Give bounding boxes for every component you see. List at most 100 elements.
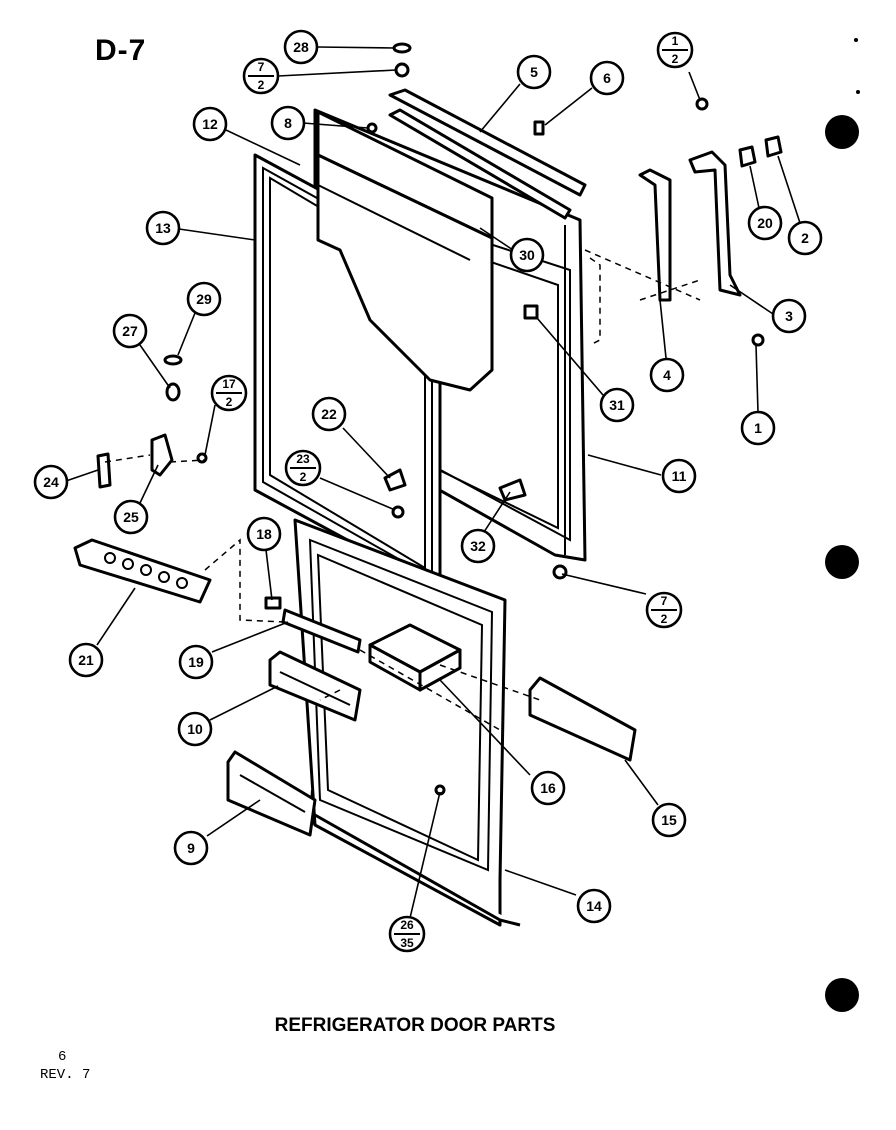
callout-32: 32	[460, 528, 496, 564]
revision-label: REV. 7	[40, 1067, 91, 1083]
svg-text:30: 30	[519, 247, 535, 263]
svg-text:5: 5	[530, 64, 538, 80]
door-bin-lower	[226, 750, 317, 837]
svg-text:13: 13	[155, 220, 171, 236]
svg-text:1: 1	[754, 420, 762, 436]
egg-tray	[73, 538, 212, 604]
svg-text:23: 23	[296, 452, 310, 466]
callout-1: 1	[740, 410, 776, 446]
svg-text:16: 16	[540, 780, 556, 796]
svg-text:10: 10	[187, 721, 203, 737]
callout-9: 9	[173, 830, 209, 866]
svg-text:26: 26	[400, 918, 414, 932]
door-top-trim	[388, 88, 587, 220]
callout-1-2: 1 2	[656, 31, 694, 69]
svg-text:18: 18	[256, 526, 272, 542]
callout-15: 15	[651, 802, 687, 838]
hidden-lines	[104, 249, 701, 731]
callout-3: 3	[771, 298, 807, 334]
binder-hole-top	[825, 115, 859, 149]
svg-text:4: 4	[663, 367, 671, 383]
callout-6: 6	[589, 60, 625, 96]
svg-text:2: 2	[300, 470, 307, 484]
callout-7-2-top: 7 2	[242, 57, 280, 95]
svg-text:25: 25	[123, 509, 139, 525]
binder-holes	[825, 38, 860, 1012]
svg-text:27: 27	[122, 323, 138, 339]
callout-2: 2	[787, 220, 823, 256]
door-bin-upper	[268, 650, 362, 722]
callout-26-35: 26 35	[388, 915, 426, 953]
svg-text:2: 2	[661, 612, 668, 626]
hinge	[688, 150, 742, 297]
callout-4: 4	[649, 357, 685, 393]
page-code: D-7	[95, 34, 147, 67]
svg-text:9: 9	[187, 840, 195, 856]
door-rail	[528, 676, 637, 762]
svg-text:22: 22	[321, 406, 337, 422]
leader-lines	[65, 46, 801, 919]
callout-24: 24	[33, 464, 69, 500]
callout-18: 18	[246, 516, 282, 552]
svg-text:6: 6	[603, 70, 611, 86]
dairy-shelf	[368, 623, 462, 692]
svg-text:7: 7	[661, 594, 668, 608]
svg-text:29: 29	[196, 291, 212, 307]
binder-hole-middle	[825, 545, 859, 579]
callout-5: 5	[516, 54, 552, 90]
callout-29: 29	[186, 281, 222, 317]
callout-21: 21	[68, 642, 104, 678]
speck-2	[856, 90, 860, 94]
svg-text:35: 35	[400, 936, 414, 950]
svg-text:20: 20	[757, 215, 773, 231]
svg-text:28: 28	[293, 39, 309, 55]
svg-text:12: 12	[202, 116, 218, 132]
svg-text:3: 3	[785, 308, 793, 324]
callout-28: 28	[283, 29, 319, 65]
callout-14: 14	[576, 888, 612, 924]
lower-door-liner	[293, 518, 507, 927]
svg-text:17: 17	[222, 377, 236, 391]
diagram-caption: REFRIGERATOR DOOR PARTS	[274, 1015, 556, 1036]
svg-text:11: 11	[672, 468, 687, 484]
binder-hole-bottom	[825, 978, 859, 1012]
callout-7-2-bottom: 7 2	[645, 591, 683, 629]
svg-text:24: 24	[43, 474, 59, 490]
svg-text:31: 31	[609, 397, 625, 413]
callout-25: 25	[113, 499, 149, 535]
callout-8: 8	[270, 105, 306, 141]
callout-11: 11	[661, 458, 697, 494]
shims	[738, 135, 783, 168]
speck-1	[854, 38, 858, 42]
shelf-bar	[281, 608, 362, 654]
svg-text:14: 14	[586, 898, 602, 914]
callout-13: 13	[145, 210, 181, 246]
svg-text:1: 1	[672, 34, 679, 48]
callout-27: 27	[112, 313, 148, 349]
svg-text:32: 32	[470, 538, 486, 554]
svg-text:15: 15	[661, 812, 677, 828]
page-number: 6	[58, 1049, 67, 1065]
callout-17-2: 17 2	[210, 374, 248, 412]
svg-text:7: 7	[258, 60, 265, 74]
callout-10: 10	[177, 711, 213, 747]
callout-31: 31	[599, 387, 635, 423]
callout-20: 20	[747, 205, 783, 241]
callout-16: 16	[530, 770, 566, 806]
callout-19: 19	[178, 644, 214, 680]
callout-30: 30	[509, 237, 545, 273]
svg-text:19: 19	[188, 654, 204, 670]
callout-12: 12	[192, 106, 228, 142]
callouts: 28 7 2 5 6 1 2 12 8	[33, 29, 823, 953]
svg-text:2: 2	[258, 78, 265, 92]
callout-23-2: 23 2	[284, 449, 322, 487]
hinge-bracket	[638, 168, 672, 302]
svg-text:2: 2	[801, 230, 809, 246]
callout-22: 22	[311, 396, 347, 432]
svg-text:2: 2	[226, 395, 233, 409]
svg-text:2: 2	[672, 52, 679, 66]
svg-text:8: 8	[284, 115, 292, 131]
foam-block	[316, 110, 494, 392]
svg-text:21: 21	[78, 652, 94, 668]
